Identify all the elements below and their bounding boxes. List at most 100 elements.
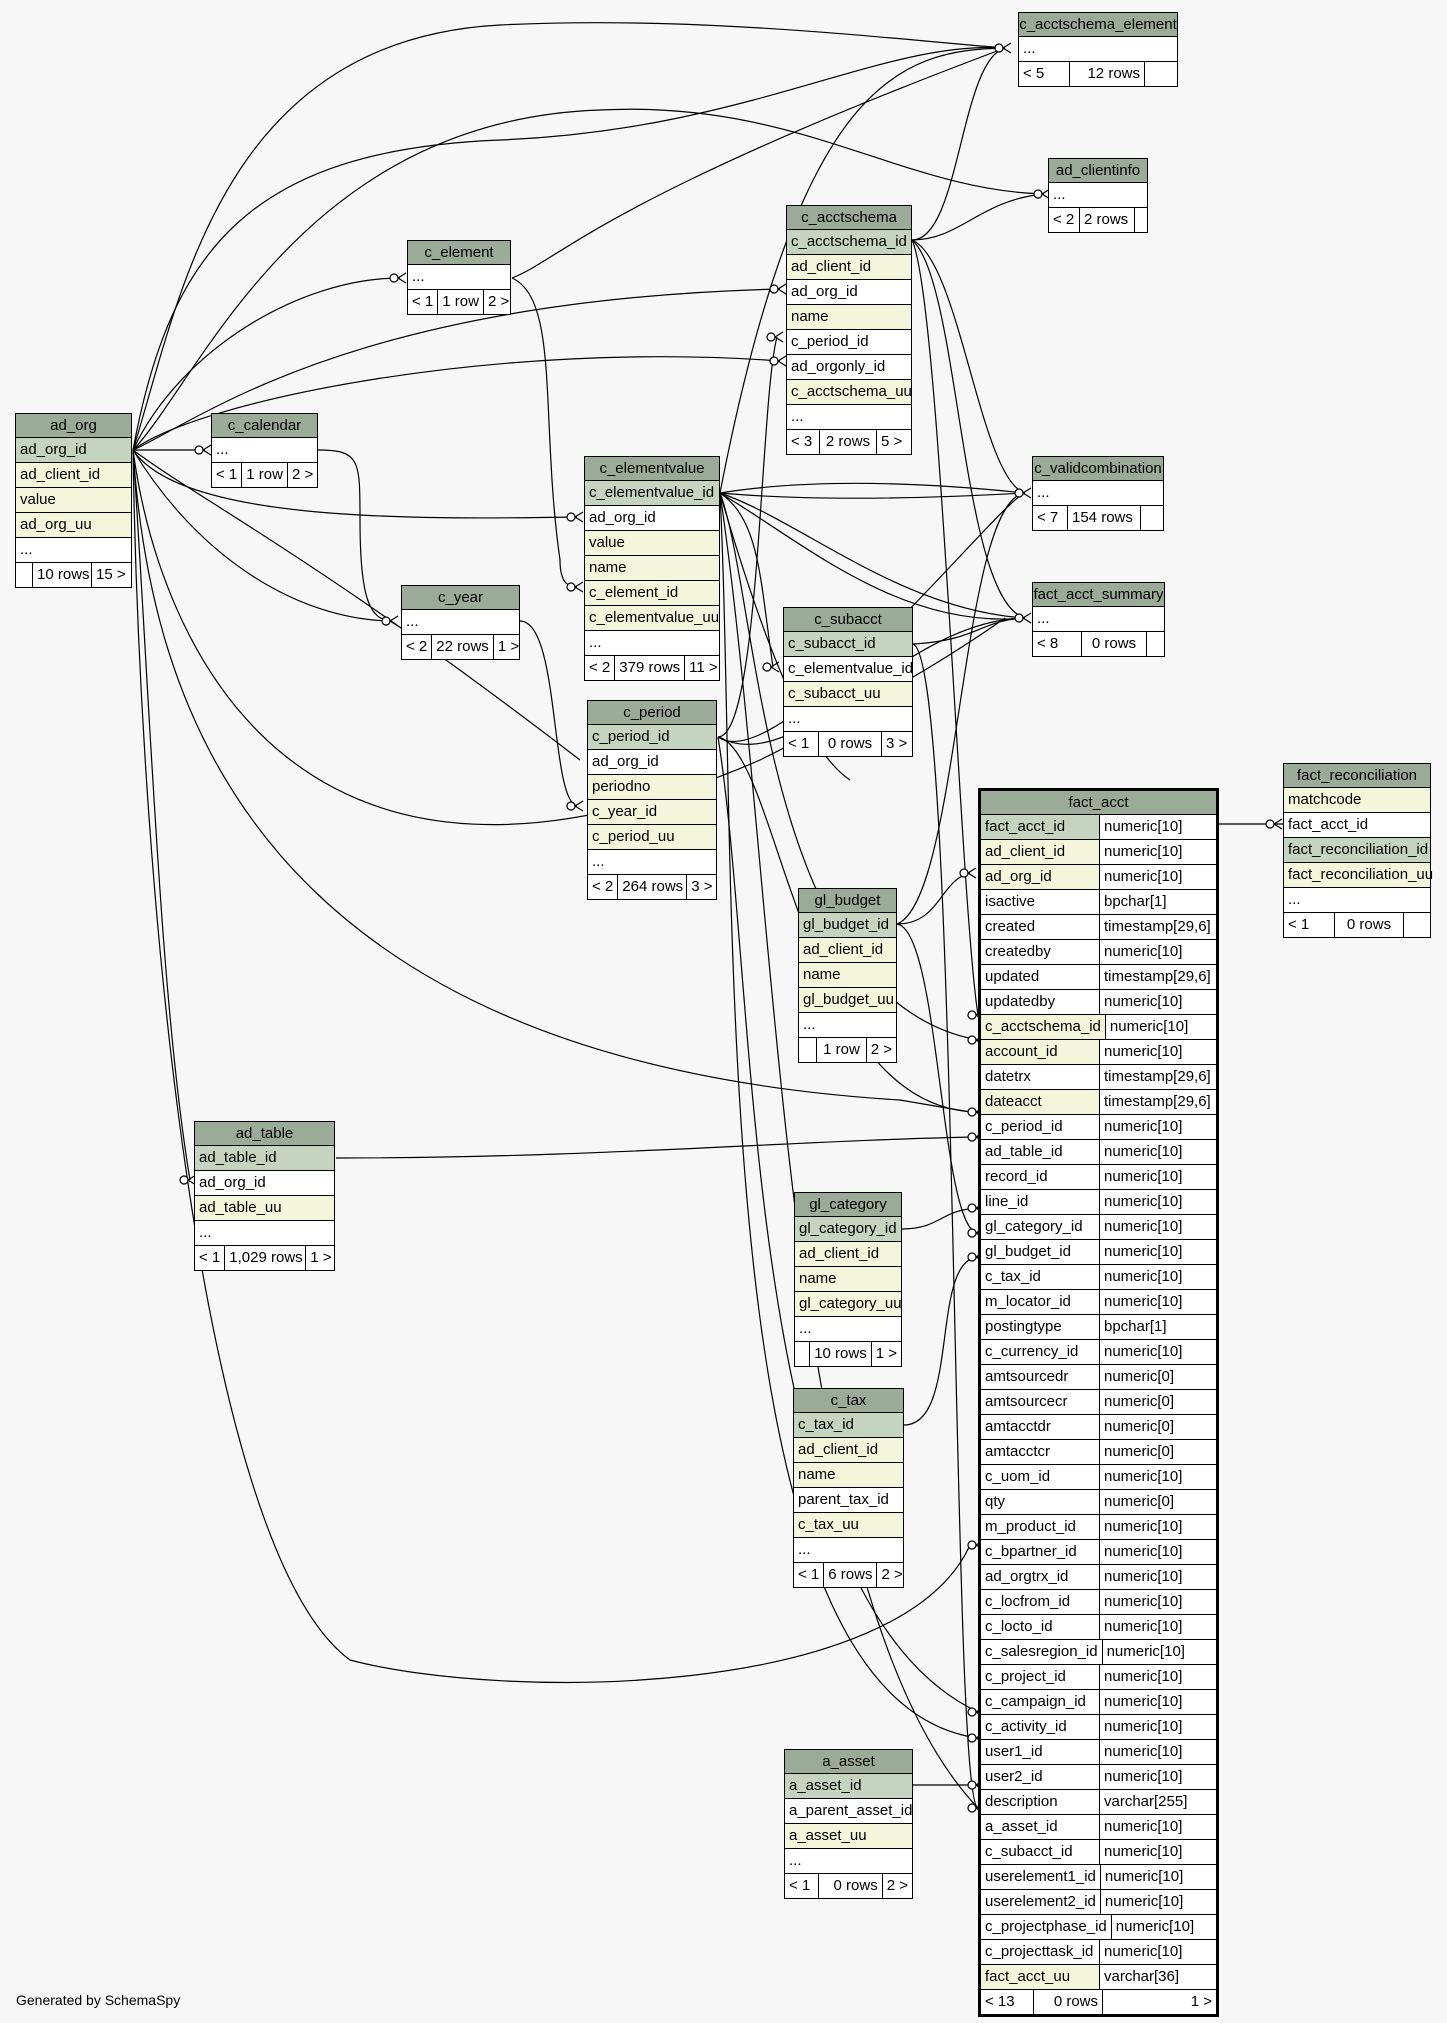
table-name: c_elementvalue (585, 457, 719, 481)
column-row: ... (787, 405, 911, 430)
column-row: ad_orgonly_id (787, 355, 911, 380)
relationship-line (719, 492, 979, 1739)
table-gl_category[interactable]: gl_category gl_category_id ad_client_id … (794, 1192, 902, 1367)
table-c_elementvalue[interactable]: c_elementvalue c_elementvalue_id ad_org_… (584, 456, 720, 681)
column-row: ad_org_id (787, 280, 911, 305)
table-c_acctschema[interactable]: c_acctschema c_acctschema_id ad_client_i… (786, 205, 912, 455)
column-row: ... (1033, 481, 1163, 506)
optional-marker (194, 445, 204, 455)
table-name: a_asset (785, 1750, 912, 1774)
column-row: ... (795, 1317, 901, 1342)
column-row: name (794, 1463, 903, 1488)
optional-marker (566, 582, 576, 592)
optional-marker (1014, 613, 1024, 623)
table-a_asset[interactable]: a_asset a_asset_id a_parent_asset_id a_a… (784, 1749, 913, 1899)
optional-marker (959, 868, 969, 878)
table-name: c_subacct (784, 608, 912, 632)
column-row: c_acctschema_uu (787, 380, 912, 405)
crowfoot-marker (1022, 487, 1032, 499)
relationship-line (719, 47, 1006, 494)
table-name: ad_clientinfo (1049, 159, 1147, 183)
generated-by-credit: Generated by SchemaSpy (16, 1992, 181, 2008)
table-ad_org[interactable]: ad_org ad_org_id ad_client_id value ad_o… (15, 413, 132, 588)
relationship-line (132, 108, 1045, 451)
table-name: c_acctschema (787, 206, 911, 230)
table-fact_reconciliation[interactable]: fact_reconciliation matchcode fact_acct_… (1283, 763, 1433, 938)
relationship-line (717, 336, 778, 738)
table-ad_table[interactable]: ad_table ad_table_id ad_org_id ad_table_… (194, 1121, 335, 1271)
optional-marker (179, 1175, 189, 1185)
relationship-line (719, 492, 1026, 619)
optional-marker (967, 1203, 977, 1213)
relationship-line (511, 277, 578, 588)
table-c_tax[interactable]: c_tax c_tax_id ad_client_id name parent_… (793, 1388, 904, 1588)
column-row: fact_reconciliation_id (1284, 838, 1430, 863)
optional-marker (566, 512, 576, 522)
table-c_period[interactable]: c_period c_period_id ad_org_id periodno … (587, 700, 717, 900)
column-row: ... (408, 265, 510, 290)
column-row: ad_table_uu (195, 1196, 334, 1221)
optional-marker (381, 616, 391, 626)
relationship-line (132, 449, 578, 519)
optional-marker (967, 1132, 977, 1142)
column-row: ... (402, 610, 519, 635)
column-row: a_parent_asset_id (785, 1799, 912, 1824)
crowfoot-marker (574, 581, 584, 593)
column-row: name (799, 963, 896, 988)
table-c_subacct[interactable]: c_subacct c_subacct_id c_elementvalue_id… (783, 607, 913, 757)
column-row: c_period_uu (588, 825, 716, 850)
column-row: matchcode (1284, 788, 1430, 813)
optional-marker (766, 332, 776, 342)
crowfoot-marker (1022, 612, 1032, 624)
crowfoot-marker (1273, 818, 1283, 830)
table-name: gl_category (795, 1193, 901, 1217)
crowfoot-marker (967, 867, 977, 879)
column-row: a_asset_id (785, 1774, 912, 1799)
column-row: c_element_id (585, 581, 719, 606)
column-row: name (787, 305, 911, 330)
table-gl_budget[interactable]: gl_budget gl_budget_id ad_client_id name… (798, 888, 897, 1063)
column-row: ad_client_id (794, 1438, 903, 1463)
table-name: ad_org (16, 414, 131, 438)
table-name: fact_reconciliation (1284, 764, 1430, 788)
